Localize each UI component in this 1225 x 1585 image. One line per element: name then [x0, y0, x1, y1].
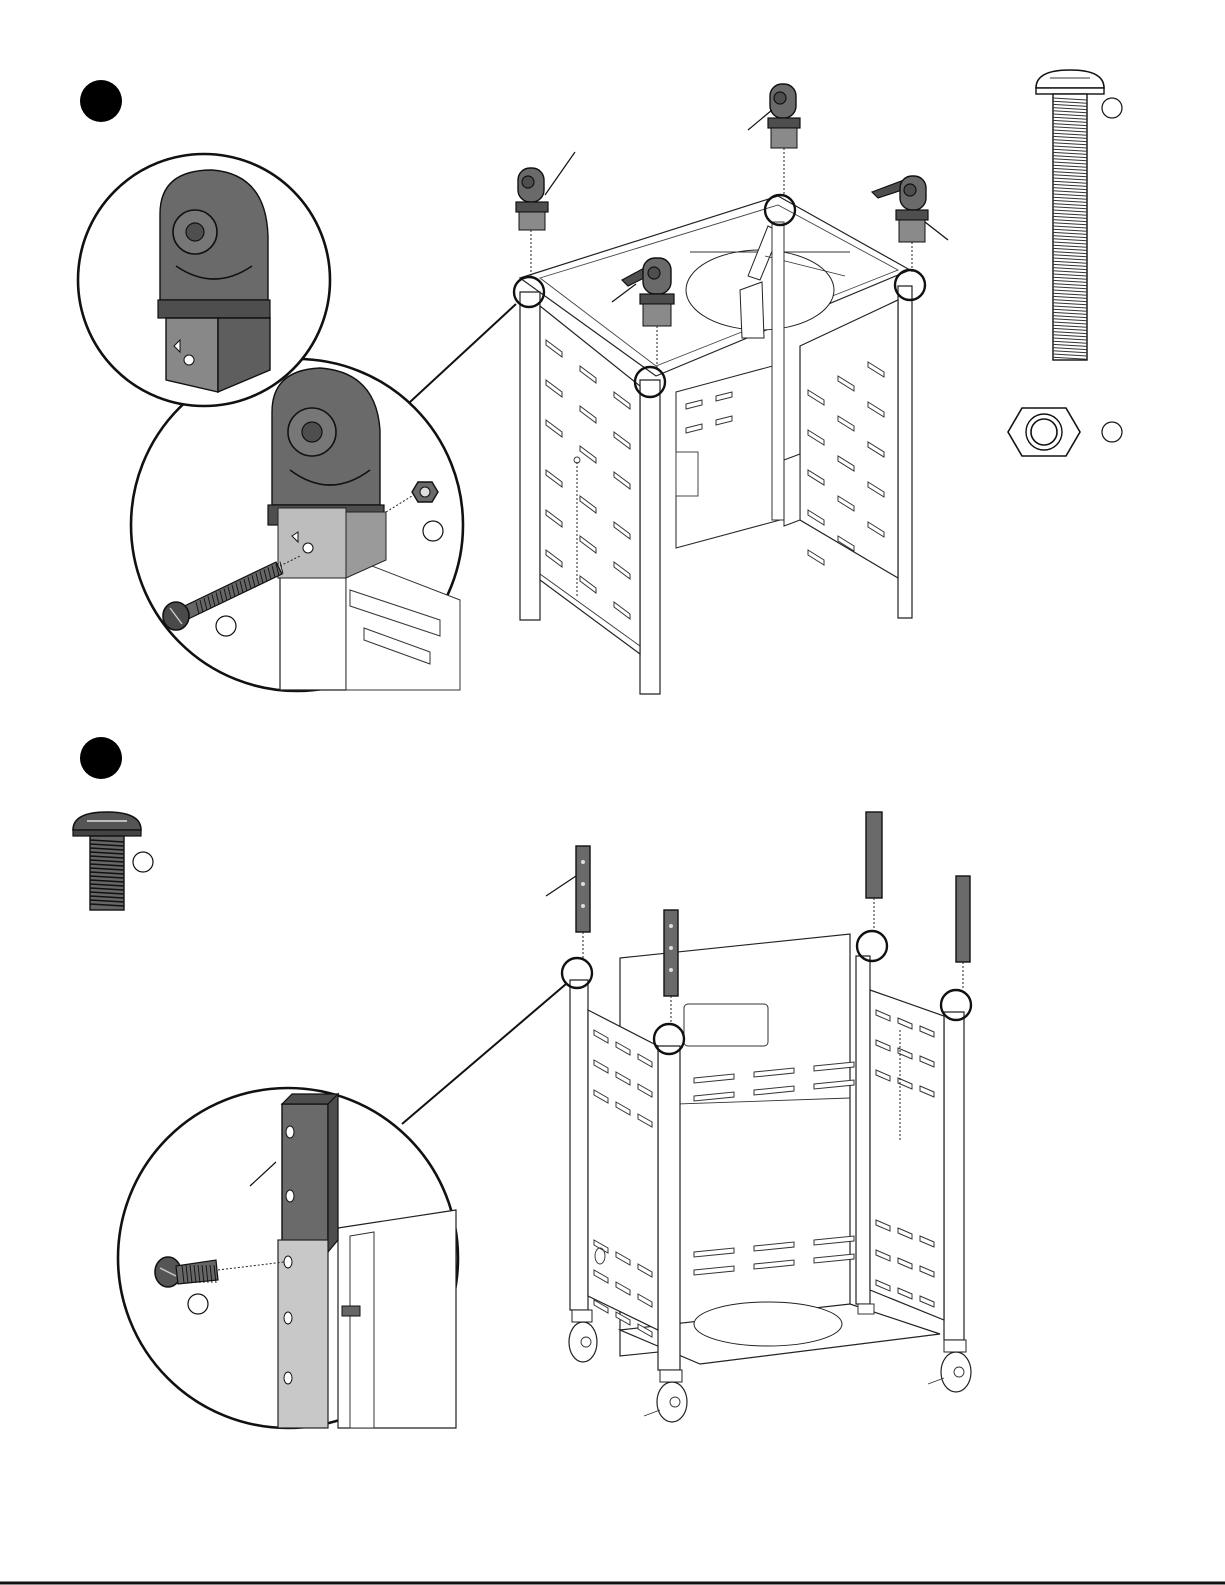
magnifier-connector-step1	[410, 304, 516, 402]
detail-magnifier-caster-assembly	[131, 359, 463, 691]
long-bolt-icon	[1036, 70, 1104, 360]
cart-frame-step2	[569, 934, 971, 1422]
nut-label	[1102, 422, 1122, 442]
short-screw-icon	[73, 812, 141, 910]
step-1-badge	[80, 80, 122, 122]
detail-magnifier-leg-extension	[118, 1088, 458, 1428]
magnifier-connector-step2	[402, 984, 566, 1124]
detail-magnifier-caster-closeup	[78, 154, 330, 406]
cart-frame-step1	[520, 196, 912, 694]
step-2-badge	[80, 737, 122, 779]
long-bolt-label	[1102, 98, 1122, 118]
short-screw-label	[133, 852, 153, 872]
hex-nut-icon	[1008, 408, 1080, 456]
